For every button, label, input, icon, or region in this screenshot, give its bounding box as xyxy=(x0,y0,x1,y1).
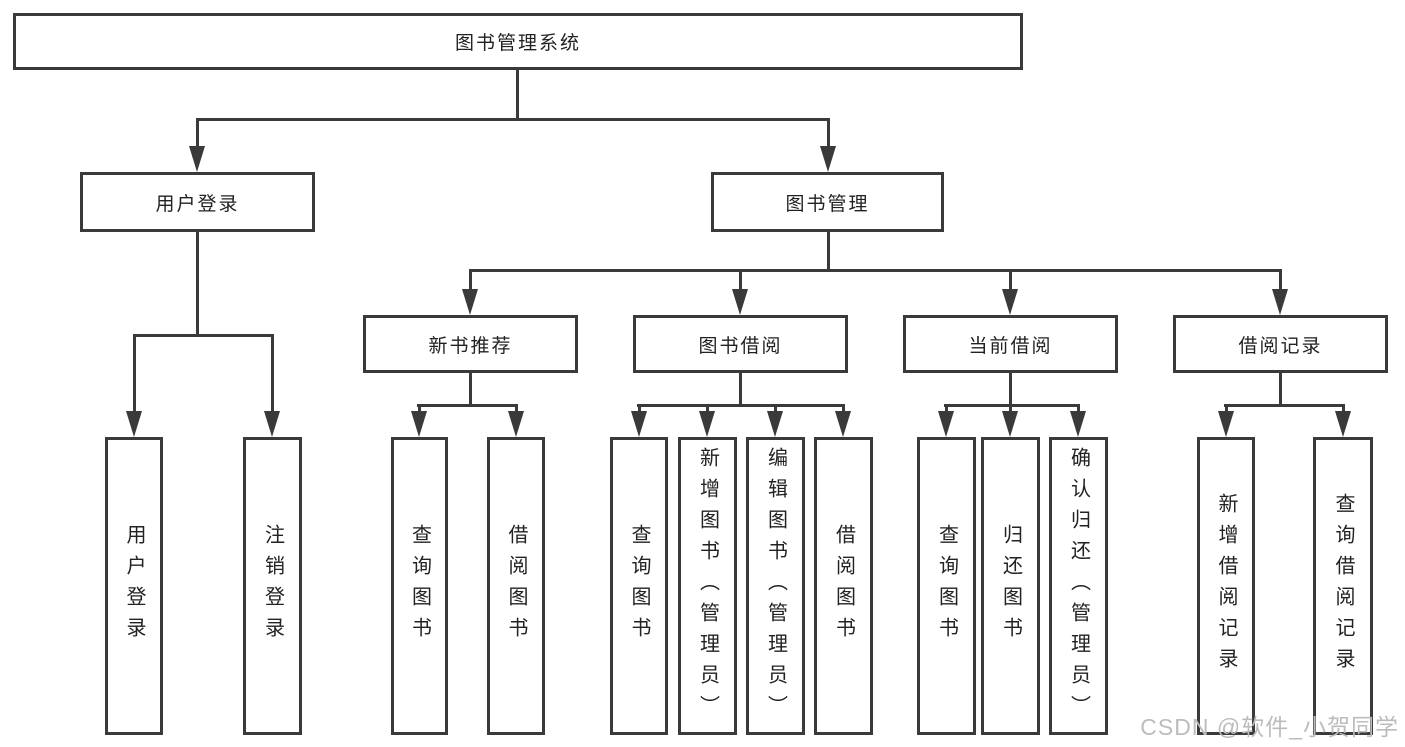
node-library-management-system: 图书管理系统 xyxy=(13,13,1023,70)
node-label: 当前借阅 xyxy=(968,335,1053,357)
connector-line xyxy=(196,118,830,121)
node-label: 新增借阅记录 xyxy=(1215,493,1237,679)
connector-line xyxy=(196,232,199,337)
connector-arrow xyxy=(767,405,783,437)
node-label: 编辑图书（管理员） xyxy=(764,446,787,726)
node-query-books-borrowing: 查询图书 xyxy=(610,437,668,735)
connector-arrow xyxy=(835,405,851,437)
connector-arrow xyxy=(631,405,647,437)
node-label: 图书借阅 xyxy=(698,335,783,357)
node-label: 借阅图书 xyxy=(505,524,527,648)
node-label: 用户登录 xyxy=(155,193,240,215)
connector-line xyxy=(469,269,1282,272)
connector-arrow xyxy=(264,335,280,437)
node-logout: 注销登录 xyxy=(243,437,302,735)
connector-line xyxy=(1279,373,1282,406)
node-label: 注销登录 xyxy=(261,524,284,648)
connector-line xyxy=(133,334,274,337)
connector-arrow xyxy=(1070,405,1086,437)
connector-arrow xyxy=(462,270,478,315)
node-return-book: 归还图书 xyxy=(981,437,1040,735)
node-label: 确认归还（管理员） xyxy=(1067,446,1090,726)
connector-line xyxy=(469,373,472,406)
node-book-management: 图书管理 xyxy=(711,172,944,232)
node-label: 新书推荐 xyxy=(428,335,513,357)
node-query-borrow-record: 查询借阅记录 xyxy=(1313,437,1373,735)
node-new-book-recommendation: 新书推荐 xyxy=(363,315,578,373)
connector-arrow xyxy=(1002,270,1018,315)
connector-arrow xyxy=(126,335,142,437)
connector-arrow xyxy=(820,119,836,172)
node-add-book-admin: 新增图书（管理员） xyxy=(678,437,737,735)
node-user-login: 用户登录 xyxy=(80,172,315,232)
connector-arrow xyxy=(1002,405,1018,437)
connector-arrow xyxy=(1218,405,1234,437)
node-add-borrow-record: 新增借阅记录 xyxy=(1197,437,1255,735)
node-user-login-leaf: 用户登录 xyxy=(105,437,163,735)
connector-line xyxy=(1224,404,1345,407)
node-current-borrowing: 当前借阅 xyxy=(903,315,1118,373)
connector-line xyxy=(417,404,518,407)
connector-arrow xyxy=(732,270,748,315)
node-label: 借阅图书 xyxy=(832,524,855,648)
node-label: 用户登录 xyxy=(123,524,145,648)
node-label: 查询图书 xyxy=(408,524,431,648)
node-label: 图书管理系统 xyxy=(454,33,581,54)
csdn-watermark: CSDN @软件_小贺同学 xyxy=(1140,714,1399,740)
connector-arrow xyxy=(411,405,427,437)
connector-line xyxy=(516,70,519,120)
node-label: 新增图书（管理员） xyxy=(696,446,719,726)
node-label: 图书管理 xyxy=(785,193,870,215)
connector-line xyxy=(739,373,742,406)
node-label: 查询图书 xyxy=(628,524,650,648)
node-query-books-recommend: 查询图书 xyxy=(391,437,448,735)
node-label: 查询图书 xyxy=(935,524,958,648)
connector-arrow xyxy=(1272,270,1288,315)
node-borrow-books-recommend: 借阅图书 xyxy=(487,437,545,735)
connector-arrow xyxy=(938,405,954,437)
connector-line xyxy=(637,404,845,407)
connector-arrow xyxy=(1335,405,1351,437)
node-edit-book-admin: 编辑图书（管理员） xyxy=(746,437,805,735)
node-label: 归还图书 xyxy=(999,524,1022,648)
node-borrowing-records: 借阅记录 xyxy=(1173,315,1388,373)
connector-line xyxy=(1009,373,1012,406)
node-query-books-current: 查询图书 xyxy=(917,437,976,735)
node-borrow-books: 借阅图书 xyxy=(814,437,873,735)
connector-arrow xyxy=(189,119,205,172)
connector-arrow xyxy=(508,405,524,437)
node-label: 查询借阅记录 xyxy=(1332,493,1354,679)
node-label: 借阅记录 xyxy=(1238,335,1323,357)
connector-line xyxy=(827,232,830,272)
connector-arrow xyxy=(699,405,715,437)
node-confirm-return-admin: 确认归还（管理员） xyxy=(1049,437,1108,735)
node-book-borrowing: 图书借阅 xyxy=(633,315,848,373)
